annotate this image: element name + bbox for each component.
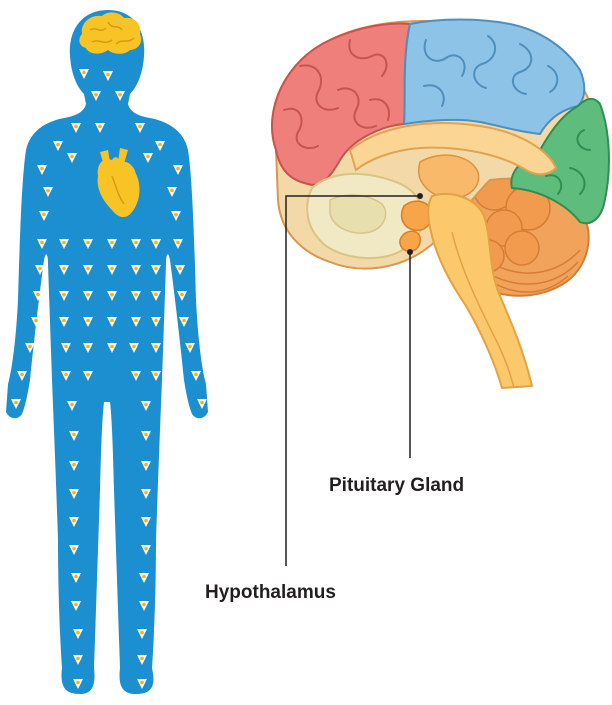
- hormone-marker-dot: [14, 401, 18, 405]
- hormone-marker-dot: [70, 155, 74, 159]
- hormone-marker-dot: [200, 401, 204, 405]
- hormone-marker-dot: [154, 293, 158, 297]
- hormone-marker-dot: [70, 403, 74, 407]
- hormone-marker-dot: [142, 575, 146, 579]
- hormone-marker-dot: [76, 681, 80, 685]
- hormone-marker-dot: [94, 93, 98, 97]
- hormone-marker-dot: [86, 241, 90, 245]
- hormone-marker-dot: [64, 345, 68, 349]
- hormone-marker-dot: [144, 403, 148, 407]
- hormone-marker-dot: [86, 373, 90, 377]
- hormone-marker-dot: [174, 213, 178, 217]
- hormone-marker-dot: [72, 463, 76, 467]
- hormone-marker-dot: [110, 241, 114, 245]
- body-silhouette: [6, 10, 208, 694]
- hormone-marker-dot: [194, 373, 198, 377]
- hormone-marker-dot: [76, 631, 80, 635]
- hormone-marker-dot: [158, 143, 162, 147]
- pituitary-gland: [400, 231, 420, 251]
- hormone-marker-dot: [56, 143, 60, 147]
- hormone-marker-dot: [110, 319, 114, 323]
- hormone-marker-dot: [86, 319, 90, 323]
- hormone-marker-dot: [188, 345, 192, 349]
- hormone-marker-dot: [20, 373, 24, 377]
- hypothalamus-label: Hypothalamus: [205, 582, 336, 604]
- hormone-marker-dot: [72, 491, 76, 495]
- hormone-marker-dot: [38, 267, 42, 271]
- hormone-marker-dot: [146, 155, 150, 159]
- hormone-marker-dot: [62, 267, 66, 271]
- hormone-marker-dot: [106, 73, 110, 77]
- hormone-marker-dot: [118, 93, 122, 97]
- hormone-marker-dot: [140, 681, 144, 685]
- hormone-marker-dot: [182, 319, 186, 323]
- hormone-marker-dot: [134, 267, 138, 271]
- brain-cross-section: [272, 20, 609, 389]
- hormone-marker-dot: [176, 241, 180, 245]
- pituitary-gland-label: Pituitary Gland: [329, 475, 464, 497]
- hormone-marker-dot: [62, 319, 66, 323]
- hormone-marker-dot: [138, 125, 142, 129]
- hormone-marker-dot: [144, 519, 148, 523]
- hormone-marker-dot: [144, 433, 148, 437]
- hormone-marker-dot: [134, 373, 138, 377]
- hormone-marker-dot: [64, 373, 68, 377]
- hormone-marker-dot: [154, 345, 158, 349]
- hormone-marker-dot: [86, 293, 90, 297]
- hormone-marker-dot: [110, 345, 114, 349]
- hormone-marker-dot: [62, 293, 66, 297]
- hormone-marker-dot: [86, 345, 90, 349]
- hormone-marker-dot: [170, 189, 174, 193]
- hormone-marker-dot: [72, 547, 76, 551]
- hormone-marker-dot: [178, 267, 182, 271]
- hormone-marker-dot: [176, 167, 180, 171]
- hormone-marker-dot: [72, 433, 76, 437]
- hormone-marker-dot: [134, 319, 138, 323]
- hormone-marker-dot: [110, 293, 114, 297]
- hormone-marker-dot: [144, 547, 148, 551]
- hormone-marker-dot: [46, 189, 50, 193]
- hormone-marker-dot: [34, 319, 38, 323]
- hormone-marker-dot: [62, 241, 66, 245]
- hormone-marker-dot: [86, 267, 90, 271]
- hormone-marker-dot: [110, 267, 114, 271]
- hormone-marker-dot: [134, 241, 138, 245]
- hormone-marker-dot: [76, 657, 80, 661]
- hormone-marker-dot: [42, 213, 46, 217]
- hormone-marker-dot: [98, 125, 102, 129]
- hormone-marker-dot: [142, 603, 146, 607]
- hormone-marker-dot: [144, 463, 148, 467]
- hormone-marker-dot: [154, 319, 158, 323]
- hormone-marker-dot: [74, 603, 78, 607]
- hormone-marker-dot: [140, 631, 144, 635]
- hormone-marker-dot: [40, 241, 44, 245]
- hormone-marker-dot: [180, 293, 184, 297]
- hormone-marker-dot: [40, 167, 44, 171]
- hormone-marker-dot: [74, 575, 78, 579]
- hormone-marker-dot: [140, 657, 144, 661]
- hormone-marker-dot: [36, 293, 40, 297]
- hormone-marker-dot: [154, 267, 158, 271]
- hormone-marker-dot: [154, 241, 158, 245]
- human-figure: [6, 10, 208, 694]
- hormone-marker-dot: [28, 345, 32, 349]
- hormone-marker-dot: [72, 519, 76, 523]
- hormone-marker-dot: [134, 293, 138, 297]
- hormone-marker-dot: [154, 373, 158, 377]
- hormone-marker-dot: [74, 125, 78, 129]
- hormone-marker-dot: [144, 491, 148, 495]
- hormone-marker-dot: [82, 71, 86, 75]
- hormone-marker-dot: [132, 345, 136, 349]
